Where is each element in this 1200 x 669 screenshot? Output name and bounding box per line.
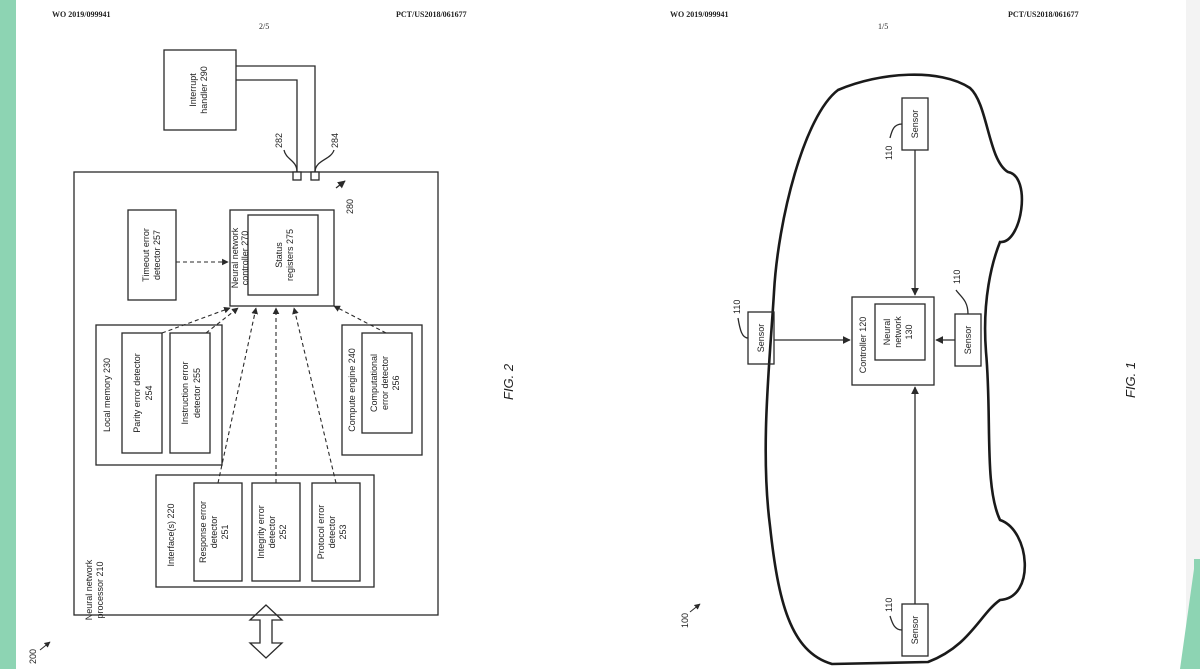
left-accent-strip [0, 0, 16, 669]
local-memory-box [95, 324, 223, 466]
neural-network-box [874, 303, 926, 361]
ref-284: 284 [330, 133, 340, 148]
sensor-label-top: Sensor [910, 110, 920, 139]
parity-error-detector-box [121, 332, 163, 454]
timeout-error-detector-box [127, 209, 177, 301]
compute-engine-label: Compute engine 240 [347, 348, 357, 432]
corner-accent-shape [1180, 559, 1200, 669]
ref-100: 100 [680, 613, 690, 628]
integrity-error-detector-label: Integrity errordetector252 [256, 505, 288, 559]
interrupt-handler-label: Interrupthandler 290 [188, 66, 209, 114]
timeout-error-detector-label: Timeout errordetector 257 [141, 228, 162, 282]
interrupt-handler-box [163, 49, 237, 131]
neural-network-controller-box [229, 209, 335, 307]
bus-double-arrow [248, 604, 284, 659]
ref-200: 200 [28, 649, 38, 664]
interfaces-label: Interface(s) 220 [166, 503, 176, 566]
computational-error-detector-label: Computationalerror detector256 [369, 354, 401, 412]
figure-2-diagram: Interrupthandler 290 282 284 280 Timeout… [28, 49, 516, 664]
sensor-label-bottom: Sensor [910, 616, 920, 645]
header-publication-number: WO 2019/099941 [52, 10, 111, 19]
controller-label: Controller 120 [858, 317, 868, 374]
page-number: 1/5 [878, 22, 889, 31]
sensor-label-left: Sensor [756, 324, 766, 353]
header-application-number: PCT/US2018/061677 [1008, 10, 1079, 19]
neural-network-controller-label: Neural networkcontroller 270 [230, 227, 250, 288]
ref-110-right: 110 [952, 270, 962, 284]
figure-2-caption: FIG. 2 [501, 363, 516, 400]
protocol-error-detector-label: Protocol errordetector253 [316, 505, 348, 560]
header-application-number: PCT/US2018/061677 [396, 10, 467, 19]
ref-110-left: 110 [732, 300, 742, 314]
controller-box [851, 296, 935, 386]
patent-page-fig1: WO 2019/099941 PCT/US2018/061677 1/5 [620, 0, 1186, 669]
instruction-error-detector-box [169, 332, 211, 454]
neural-network-label: Neuralnetwork130 [882, 316, 914, 348]
page-number: 2/5 [259, 22, 270, 31]
right-accent-strip [1186, 0, 1200, 669]
figure-1-diagram: Sensor Sensor Sensor Sensor 110 110 110 … [680, 73, 1138, 666]
compute-engine-box [341, 324, 423, 456]
computational-error-detector-box [361, 332, 413, 434]
local-memory-label: Local memory 230 [102, 358, 112, 432]
response-error-detector-label: Response errordetector251 [198, 501, 230, 563]
status-registers-box [247, 214, 319, 296]
figure-1-caption: FIG. 1 [1123, 362, 1138, 398]
sensor-label-right: Sensor [963, 326, 973, 355]
patent-page-fig2: WO 2019/099941 PCT/US2018/061677 2/5 [16, 0, 600, 669]
header-publication-number: WO 2019/099941 [670, 10, 729, 19]
status-registers-label: Statusregisters 275 [274, 229, 295, 281]
interfaces-box [155, 474, 375, 588]
ref-110-top: 110 [884, 146, 894, 160]
vehicle-outline [764, 73, 1027, 666]
ref-282: 282 [274, 133, 284, 148]
ref-280: 280 [345, 199, 355, 214]
ref-110-bottom: 110 [884, 598, 894, 612]
neural-network-processor-label: Neural networkprocessor 210 [84, 559, 105, 620]
